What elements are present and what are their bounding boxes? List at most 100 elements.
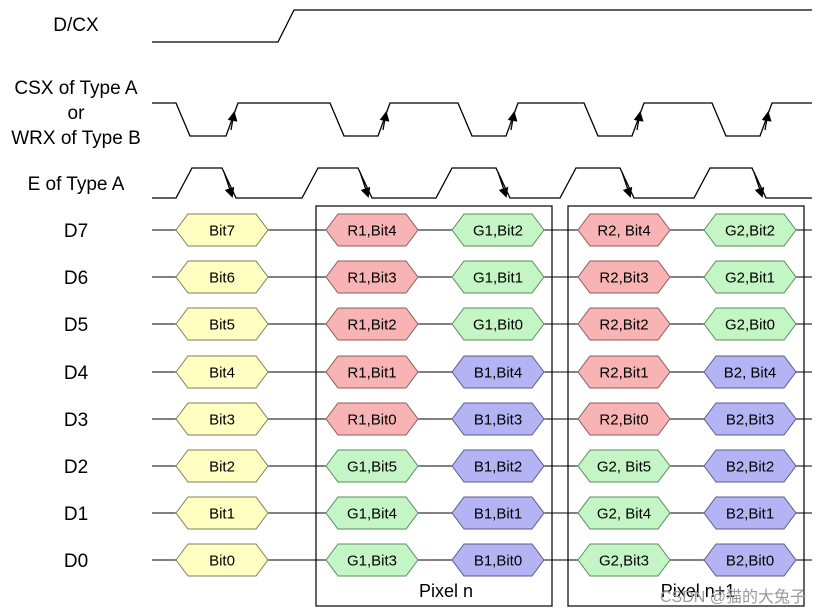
data-cell-label: B1,Bit2 bbox=[474, 459, 522, 476]
data-cell-label: G2,Bit2 bbox=[725, 223, 775, 240]
data-cell bbox=[703, 213, 797, 247]
pixel-n-label: Pixel n bbox=[419, 581, 473, 601]
data-cell-label: R2, Bit4 bbox=[597, 223, 650, 240]
data-cell bbox=[703, 402, 797, 436]
pixel-n-box bbox=[315, 205, 553, 607]
data-cell bbox=[325, 543, 419, 577]
data-cell bbox=[577, 260, 671, 294]
data-cell-label: G1,Bit3 bbox=[347, 553, 397, 570]
data-cell bbox=[451, 449, 545, 483]
lane-d1: D1 Bit1 G1,Bit4 B1,Bit1 G2, Bit4 B2,Bit1 bbox=[64, 496, 812, 530]
data-cell-label: B1,Bit1 bbox=[474, 506, 522, 523]
lane-label: D0 bbox=[64, 551, 88, 572]
csx-rising-edge-arrow bbox=[507, 111, 518, 131]
data-cell-label: Bit5 bbox=[209, 317, 235, 334]
lane-label: D3 bbox=[64, 410, 88, 431]
data-cell-label: G2, Bit5 bbox=[597, 459, 651, 476]
csx-rising-edge-arrow bbox=[379, 111, 390, 131]
data-cell bbox=[175, 260, 269, 294]
data-cell-label: G1,Bit4 bbox=[347, 506, 397, 523]
lane-label: D1 bbox=[64, 504, 88, 525]
data-cell bbox=[703, 260, 797, 294]
dcx-waveform bbox=[152, 9, 812, 43]
data-cell-label: Bit1 bbox=[209, 506, 235, 523]
csx-rising-edge-arrow bbox=[227, 111, 238, 131]
lane-label: D4 bbox=[64, 363, 89, 384]
data-cell bbox=[175, 213, 269, 247]
pixel-n1-label: Pixel n+1 bbox=[661, 581, 736, 601]
dcx-label: D/CX bbox=[53, 15, 99, 36]
e-falling-edge-arrow bbox=[223, 171, 235, 198]
data-cell bbox=[175, 402, 269, 436]
data-cell bbox=[577, 402, 671, 436]
e-falling-edge-arrow bbox=[497, 171, 509, 198]
watermark: CSDN @猫的大兔子 bbox=[660, 588, 806, 606]
e-waveform bbox=[152, 167, 812, 199]
lane-d0: D0 Bit0 G1,Bit3 B1,Bit0 G2,Bit3 B2,Bit0 bbox=[64, 543, 812, 577]
data-cell-label: B2,Bit0 bbox=[726, 553, 774, 570]
data-cell-label: B1,Bit0 bbox=[474, 553, 522, 570]
data-cell bbox=[577, 355, 671, 389]
data-cell bbox=[325, 260, 419, 294]
data-cell bbox=[451, 355, 545, 389]
lane-label: D6 bbox=[64, 268, 88, 289]
data-cell bbox=[577, 307, 671, 341]
data-cell-label: R2,Bit2 bbox=[599, 317, 648, 334]
data-cell bbox=[451, 402, 545, 436]
data-cell bbox=[703, 449, 797, 483]
lane-label: D2 bbox=[64, 457, 88, 478]
data-cell-label: Bit6 bbox=[209, 270, 235, 287]
data-cell-label: B2,Bit3 bbox=[726, 412, 774, 429]
data-cell bbox=[175, 543, 269, 577]
data-cell bbox=[175, 449, 269, 483]
data-cell-label: B2,Bit1 bbox=[726, 506, 774, 523]
csx-label-line3: WRX of Type B bbox=[11, 128, 141, 149]
e-falling-edge-arrow bbox=[753, 171, 765, 198]
data-cell bbox=[451, 307, 545, 341]
data-cell bbox=[703, 355, 797, 389]
e-label: E of Type A bbox=[28, 174, 125, 195]
data-cell-label: R1,Bit3 bbox=[347, 270, 396, 287]
lane-label: D7 bbox=[64, 221, 88, 242]
data-cell bbox=[703, 496, 797, 530]
e-falling-edge-arrow bbox=[621, 171, 633, 198]
data-cell bbox=[703, 307, 797, 341]
data-cell bbox=[325, 402, 419, 436]
data-cell bbox=[175, 307, 269, 341]
e-falling-edge-arrow bbox=[359, 171, 371, 198]
data-cell-label: Bit0 bbox=[209, 553, 235, 570]
data-cell bbox=[451, 496, 545, 530]
data-cell bbox=[325, 307, 419, 341]
data-cell bbox=[325, 213, 419, 247]
data-cell bbox=[577, 543, 671, 577]
data-cell bbox=[451, 543, 545, 577]
data-cell-label: Bit4 bbox=[209, 365, 235, 382]
csx-label-line1: CSX of Type A bbox=[14, 78, 138, 99]
data-cell bbox=[703, 543, 797, 577]
e-line bbox=[152, 167, 812, 199]
data-cell bbox=[451, 213, 545, 247]
data-cell-label: R2,Bit3 bbox=[599, 270, 648, 287]
data-cell-label: G1,Bit0 bbox=[473, 317, 523, 334]
data-cell bbox=[175, 496, 269, 530]
data-cell-label: Bit2 bbox=[209, 459, 235, 476]
data-cell-label: G2, Bit4 bbox=[597, 506, 651, 523]
data-cell bbox=[325, 449, 419, 483]
csx-waveform bbox=[152, 102, 812, 137]
lane-label: D5 bbox=[64, 315, 88, 336]
data-cell-label: R1,Bit2 bbox=[347, 317, 396, 334]
data-cell-label: G2,Bit3 bbox=[599, 553, 649, 570]
data-cell-label: G1,Bit1 bbox=[473, 270, 523, 287]
data-cell-label: Bit7 bbox=[209, 223, 235, 240]
data-cell bbox=[325, 355, 419, 389]
csx-rising-edge-arrow bbox=[633, 111, 644, 131]
data-cell-label: Bit3 bbox=[209, 412, 235, 429]
csx-rising-edge-arrow bbox=[761, 111, 772, 131]
data-cell-label: G1,Bit5 bbox=[347, 459, 397, 476]
